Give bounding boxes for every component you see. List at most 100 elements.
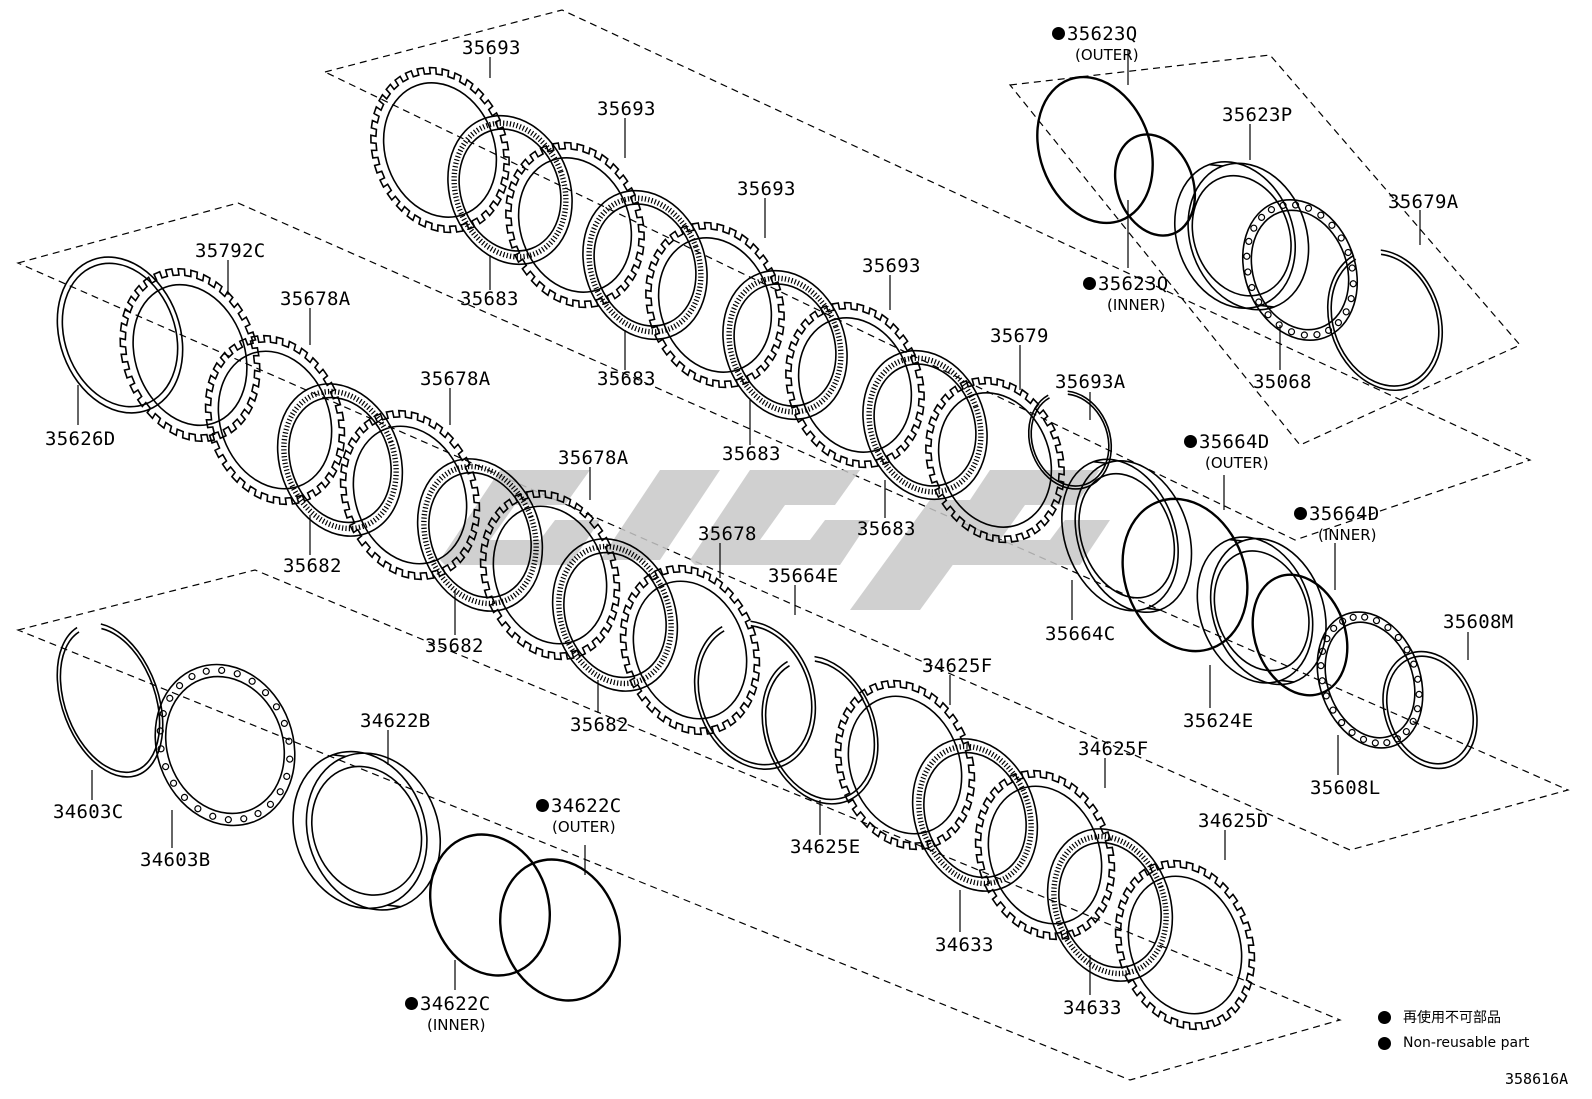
upper-clutch-plate (722, 269, 848, 421)
part-sublabel-inner: (INNER) (1318, 526, 1377, 544)
lower-clutch-plate (498, 858, 622, 1002)
part-label-35682[interactable]: 35682 (425, 635, 484, 657)
middle-clutch-plate (339, 409, 481, 581)
part-label-35693[interactable]: 35693 (597, 98, 656, 120)
top-right-assembly-part (1036, 75, 1154, 225)
part-label-35623p[interactable]: 35623P (1222, 104, 1293, 126)
part-label-34625f[interactable]: 34625F (922, 655, 993, 677)
part-label-35682[interactable]: 35682 (570, 714, 629, 736)
legend-row-english: Non-reusable part (1378, 1030, 1529, 1056)
top-right-assembly-part (1113, 133, 1197, 237)
part-label-34603c[interactable]: 34603C (53, 801, 124, 823)
middle-clutch-plate (416, 458, 544, 612)
legend-text-japanese: 再使用不可部品 (1403, 1010, 1501, 1026)
part-label-35792c[interactable]: 35792C (195, 240, 266, 262)
part-label-35664d-inner[interactable]: 35664D (1294, 505, 1379, 524)
part-label-34625d[interactable]: 34625D (1198, 810, 1269, 832)
legend: 再使用不可部品 Non-reusable part (1378, 1004, 1529, 1056)
part-label-35683[interactable]: 35683 (722, 443, 781, 465)
middle-clutch-plate (619, 564, 761, 736)
part-label-35678a[interactable]: 35678A (420, 368, 491, 390)
part-label-35678[interactable]: 35678 (698, 523, 757, 545)
part-label-35683[interactable]: 35683 (460, 288, 519, 310)
part-label-35664e[interactable]: 35664E (768, 565, 839, 587)
middle-clutch-plate (204, 334, 346, 506)
part-label-35678a[interactable]: 35678A (280, 288, 351, 310)
top-right-assembly-part (1326, 249, 1444, 392)
part-label-35682[interactable]: 35682 (283, 555, 342, 577)
lower-group-outline (16, 569, 1342, 1081)
non-reusable-dot-icon (1378, 1010, 1391, 1024)
lower-clutch-plate (911, 738, 1039, 892)
upper-group-outline (323, 9, 1532, 541)
part-sublabel-outer: (OUTER) (552, 818, 616, 836)
lower-clutch-plate (974, 769, 1116, 941)
part-sublabel-outer: (OUTER) (1075, 46, 1139, 64)
part-label-35693a[interactable]: 35693A (1055, 371, 1126, 393)
legend-text-english: Non-reusable part (1403, 1035, 1530, 1051)
part-number: 35623Q (1067, 23, 1138, 45)
part-label-35683[interactable]: 35683 (857, 518, 916, 540)
watermark-logo (440, 470, 1110, 610)
part-label-34633[interactable]: 34633 (935, 934, 994, 956)
piston-assembly-part (1251, 573, 1349, 697)
topright-group-outline (1008, 54, 1521, 446)
non-reusable-dot-icon (1378, 1036, 1391, 1050)
lower-clutch-plate (292, 750, 442, 911)
part-label-34625e[interactable]: 34625E (790, 836, 861, 858)
part-label-34603b[interactable]: 34603B (140, 849, 211, 871)
lower-clutch-plate (1046, 828, 1174, 982)
part-number: 35623Q (1098, 273, 1169, 295)
figure-number: 358616A (1505, 1070, 1569, 1088)
part-label-35608m[interactable]: 35608M (1443, 611, 1514, 633)
top-right-assembly-part (1173, 160, 1310, 311)
part-number: 34622C (551, 795, 622, 817)
piston-assembly-part (1121, 497, 1249, 653)
upper-clutch-plate (925, 376, 1065, 544)
middle-clutch-plate (693, 620, 817, 770)
upper-clutch-plate (447, 114, 573, 266)
part-label-35693[interactable]: 35693 (737, 178, 796, 200)
part-sublabel-outer: (OUTER) (1205, 454, 1269, 472)
part-label-34625f[interactable]: 34625F (1078, 738, 1149, 760)
lower-clutch-plate (428, 833, 552, 977)
part-label-35623q-inner[interactable]: 35623Q (1083, 275, 1168, 294)
part-label-34622c-inner[interactable]: 34622C (405, 995, 490, 1014)
non-reusable-dot-icon (1052, 27, 1065, 40)
ring-components (56, 66, 1478, 1031)
upper-clutch-plate (582, 189, 708, 341)
part-number: 35664D (1309, 503, 1380, 525)
middle-clutch-plate (479, 489, 621, 661)
part-label-35679[interactable]: 35679 (990, 325, 1049, 347)
part-label-35626d[interactable]: 35626D (45, 428, 116, 450)
part-label-34622b[interactable]: 34622B (360, 710, 431, 732)
piston-assembly-part (1061, 458, 1193, 614)
lower-clutch-plate (56, 623, 164, 778)
part-label-35608l[interactable]: 35608L (1310, 777, 1381, 799)
part-label-35679a[interactable]: 35679A (1388, 191, 1459, 213)
group-outlines (16, 9, 1570, 1081)
non-reusable-dot-icon (1083, 277, 1096, 290)
part-label-35693[interactable]: 35693 (862, 255, 921, 277)
middle-clutch-plate (119, 267, 261, 443)
part-label-35068[interactable]: 35068 (1253, 371, 1312, 393)
part-label-35664c[interactable]: 35664C (1045, 623, 1116, 645)
part-label-35693[interactable]: 35693 (462, 37, 521, 59)
piston-assembly-part (1316, 611, 1424, 749)
part-label-35664d-outer[interactable]: 35664D (1184, 433, 1269, 452)
middle-clutch-plate (551, 538, 679, 692)
part-label-35623q-outer[interactable]: 35623Q (1052, 25, 1137, 44)
part-label-35678a[interactable]: 35678A (558, 447, 629, 469)
part-label-35624e[interactable]: 35624E (1183, 710, 1254, 732)
part-label-34633[interactable]: 34633 (1063, 997, 1122, 1019)
part-label-34622c-outer[interactable]: 34622C (536, 797, 621, 816)
piston-assembly-part (1196, 536, 1327, 686)
part-label-35683[interactable]: 35683 (597, 368, 656, 390)
lower-clutch-plate (761, 655, 879, 805)
legend-row-japanese: 再使用不可部品 (1378, 1004, 1529, 1030)
upper-clutch-plate (1027, 390, 1113, 490)
part-sublabel-inner: (INNER) (427, 1016, 486, 1034)
piston-assembly-part (1382, 650, 1478, 770)
top-right-assembly-part (1241, 198, 1359, 342)
